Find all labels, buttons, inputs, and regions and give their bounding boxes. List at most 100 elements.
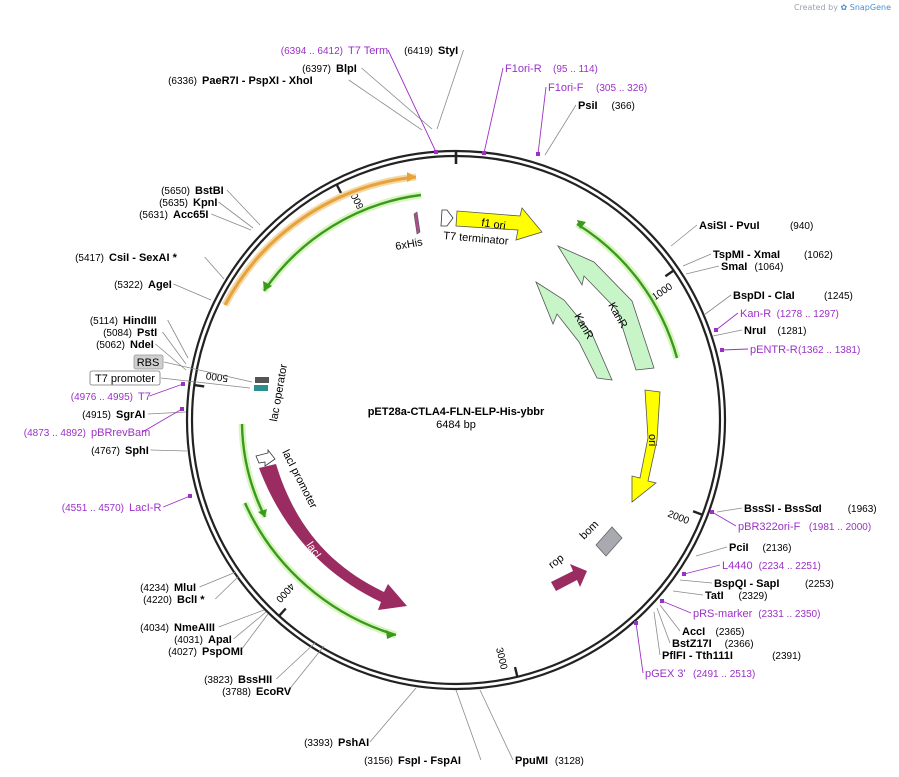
restriction-site-label: AccI(2365) (682, 626, 744, 638)
site-position: (4220) (143, 595, 172, 606)
primer-label: pGEX 3'(2491 .. 2513) (645, 668, 755, 680)
primer-binding-mark (634, 621, 638, 625)
site-name: HindIII (123, 315, 157, 327)
scale-tick (194, 383, 205, 388)
restriction-site-label: (3393)PshAI (304, 737, 369, 749)
site-name: FspI - FspAI (398, 755, 461, 767)
site-leader-line (218, 201, 254, 229)
site-name: CsiI - SexAI * (109, 252, 178, 264)
site-position: (6397) (302, 64, 331, 75)
restriction-site-label: (5417)CsiI - SexAI * (75, 252, 177, 264)
snapgene-logo-icon: ✿ (840, 3, 848, 12)
ori-arrow (631, 389, 661, 503)
site-name: BstBI (195, 185, 224, 197)
restriction-site-label: TatI(2329) (705, 590, 767, 602)
site-leader-lines (142, 49, 749, 761)
primer-binding-mark (188, 494, 192, 498)
t7-promoter-label: T7 promoter (95, 373, 155, 385)
restriction-site-label: (6419)StyI (404, 45, 458, 57)
site-leader-line (436, 49, 464, 130)
restriction-site-label: (5650)BstBI (161, 185, 224, 197)
primer-leader-line (142, 408, 183, 433)
primer-leader-line (537, 86, 547, 155)
primer-label: (4873 .. 4892) pBRrevBam (24, 427, 151, 439)
site-position: (2365) (716, 627, 745, 638)
site-leader-line (173, 283, 212, 301)
primer-label: F1ori-F (305 .. 326) (548, 82, 647, 94)
site-leader-line (679, 579, 713, 584)
credit-brand: SnapGene (849, 3, 891, 12)
restriction-site-label: PciI(2136) (729, 542, 791, 554)
site-position: (3823) (204, 675, 233, 686)
boxed-feature-labels: RBS T7 promoter (89, 354, 253, 389)
primer-binding-mark (536, 152, 540, 156)
site-labels: (6419)StyI(6397)BlpI(6336)PaeR7I - PspXI… (24, 45, 877, 767)
restriction-site-label: (4234)MluI (140, 582, 196, 594)
restriction-site-label: SmaI (1064) (721, 261, 783, 273)
site-position: (1062) (804, 250, 833, 261)
primer-position: (2491 .. 2513) (693, 669, 755, 680)
primer-name: pBRrevBam (91, 427, 150, 439)
lac-operator-box-2 (254, 385, 268, 391)
primer-position: (1278 .. 1297) (777, 309, 839, 320)
site-position: (1064) (755, 262, 784, 273)
site-position: (5322) (114, 280, 143, 291)
site-position: (2366) (725, 639, 754, 650)
scale-tick (664, 269, 675, 278)
site-leader-line (670, 224, 698, 247)
laci-green-arrowhead (258, 509, 267, 517)
site-position: (1245) (824, 291, 853, 302)
site-leader-line (150, 449, 188, 452)
site-leader-line (226, 189, 261, 226)
site-name: PspOMI (202, 646, 243, 658)
rbs-box (133, 354, 164, 370)
primer-binding-mark (714, 328, 718, 332)
primer-name: L4440 (722, 560, 753, 572)
site-position: (5114) (90, 316, 118, 327)
site-leader-line (162, 331, 187, 365)
primer-name: pBR322ori-F (738, 521, 801, 533)
site-leader-line (479, 689, 514, 761)
site-leader-line (361, 67, 433, 130)
restriction-site-label: (6397)BlpI (302, 63, 357, 75)
his6-label: 6xHis (394, 236, 424, 253)
primer-binding-mark (682, 572, 686, 576)
site-position: (5084) (103, 328, 132, 339)
site-name: SmaI (721, 261, 747, 273)
site-leader-line (659, 604, 681, 632)
t7-terminator-label: T7 terminator (443, 230, 510, 248)
site-position: (4915) (82, 410, 111, 421)
site-position: (1281) (778, 326, 807, 337)
site-name: PflFI - Tth111I (662, 650, 733, 662)
lower-green-arc (243, 502, 397, 637)
primer-leader-line (387, 49, 437, 153)
site-leader-line (233, 611, 267, 640)
lac-operator-label: lac operator (268, 363, 290, 423)
site-position: (3156) (364, 756, 393, 767)
primer-leader-line (163, 495, 191, 508)
restriction-site-label: AsiSI - PvuI(940) (699, 220, 813, 232)
site-name: SgrAI (116, 409, 145, 421)
restriction-site-label: (3156) FspI - FspAI (364, 755, 461, 767)
primer-label: pRS-marker(2331 .. 2350) (693, 608, 820, 620)
site-position: (4034) (140, 623, 169, 634)
site-leader-line (695, 546, 728, 557)
t7-terminator-arrow (440, 209, 454, 227)
restriction-site-label: (4767)SphI (91, 445, 149, 457)
scale-tick-label: 5000 (205, 369, 229, 383)
site-name: PsiI (578, 100, 598, 112)
site-leader-line (348, 79, 423, 131)
primer-position: (305 .. 326) (596, 83, 647, 94)
primer-name: LacI-R (129, 502, 161, 514)
primer-binding-mark (710, 510, 714, 514)
primer-name: F1ori-F (548, 82, 584, 94)
restriction-site-label: (3823) BssHII (204, 674, 272, 686)
site-name: BssHII (238, 674, 272, 686)
site-position: (6419) (404, 46, 433, 57)
plasmid-size: 6484 bp (436, 419, 476, 431)
primer-name: T7 Term (348, 45, 388, 57)
primer-label: F1ori-R(95 .. 114) (505, 63, 598, 75)
orf-outer-arc (223, 175, 417, 306)
primer-position: (4873 .. 4892) (24, 428, 86, 439)
site-position: (5631) (139, 210, 168, 221)
